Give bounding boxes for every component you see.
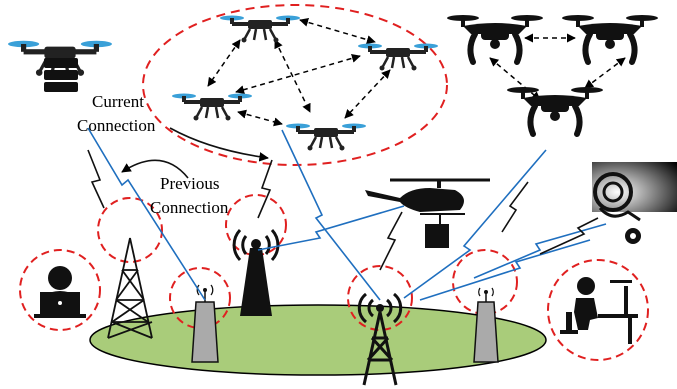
cargo-drone-icon <box>6 39 114 92</box>
small-cell-icon <box>191 284 219 363</box>
satellite-dish-icon <box>592 162 677 244</box>
node-range-ring <box>347 265 413 331</box>
node-range-ring <box>225 194 287 256</box>
desk-user-icon <box>560 277 638 344</box>
small-cell-icon <box>473 287 499 363</box>
node-range-ring <box>97 197 163 263</box>
cell-tower-icon <box>357 292 403 386</box>
node-range-ring <box>452 249 518 315</box>
node-range-ring <box>547 259 649 361</box>
drone-swarm-cluster <box>142 4 448 166</box>
drone-icon <box>284 122 368 152</box>
lightning-links <box>87 149 599 271</box>
node-range-ring <box>169 267 231 329</box>
swarm-links <box>207 17 391 127</box>
cell-tower-icon <box>232 228 280 316</box>
drone-icon <box>356 42 440 72</box>
previous-connection-label: Previous <box>160 174 220 193</box>
previous-connection-arrow <box>121 159 189 179</box>
helicopter-icon <box>365 178 490 248</box>
drone-icon <box>218 14 302 44</box>
current-connection-label: Current <box>92 92 144 111</box>
drone-icon <box>170 92 254 122</box>
wireless-links <box>87 127 607 301</box>
lattice-tower-icon <box>107 237 153 339</box>
drone-icon <box>562 15 658 62</box>
node-range-ring <box>19 249 101 331</box>
current-connection-arrow <box>169 127 269 162</box>
previous-connection-label-2: Connection <box>150 198 229 217</box>
drone-icon <box>507 87 603 134</box>
current-connection-label-2: Connection <box>77 116 156 135</box>
right-drone-links <box>489 33 626 101</box>
laptop-user-icon <box>34 266 86 318</box>
